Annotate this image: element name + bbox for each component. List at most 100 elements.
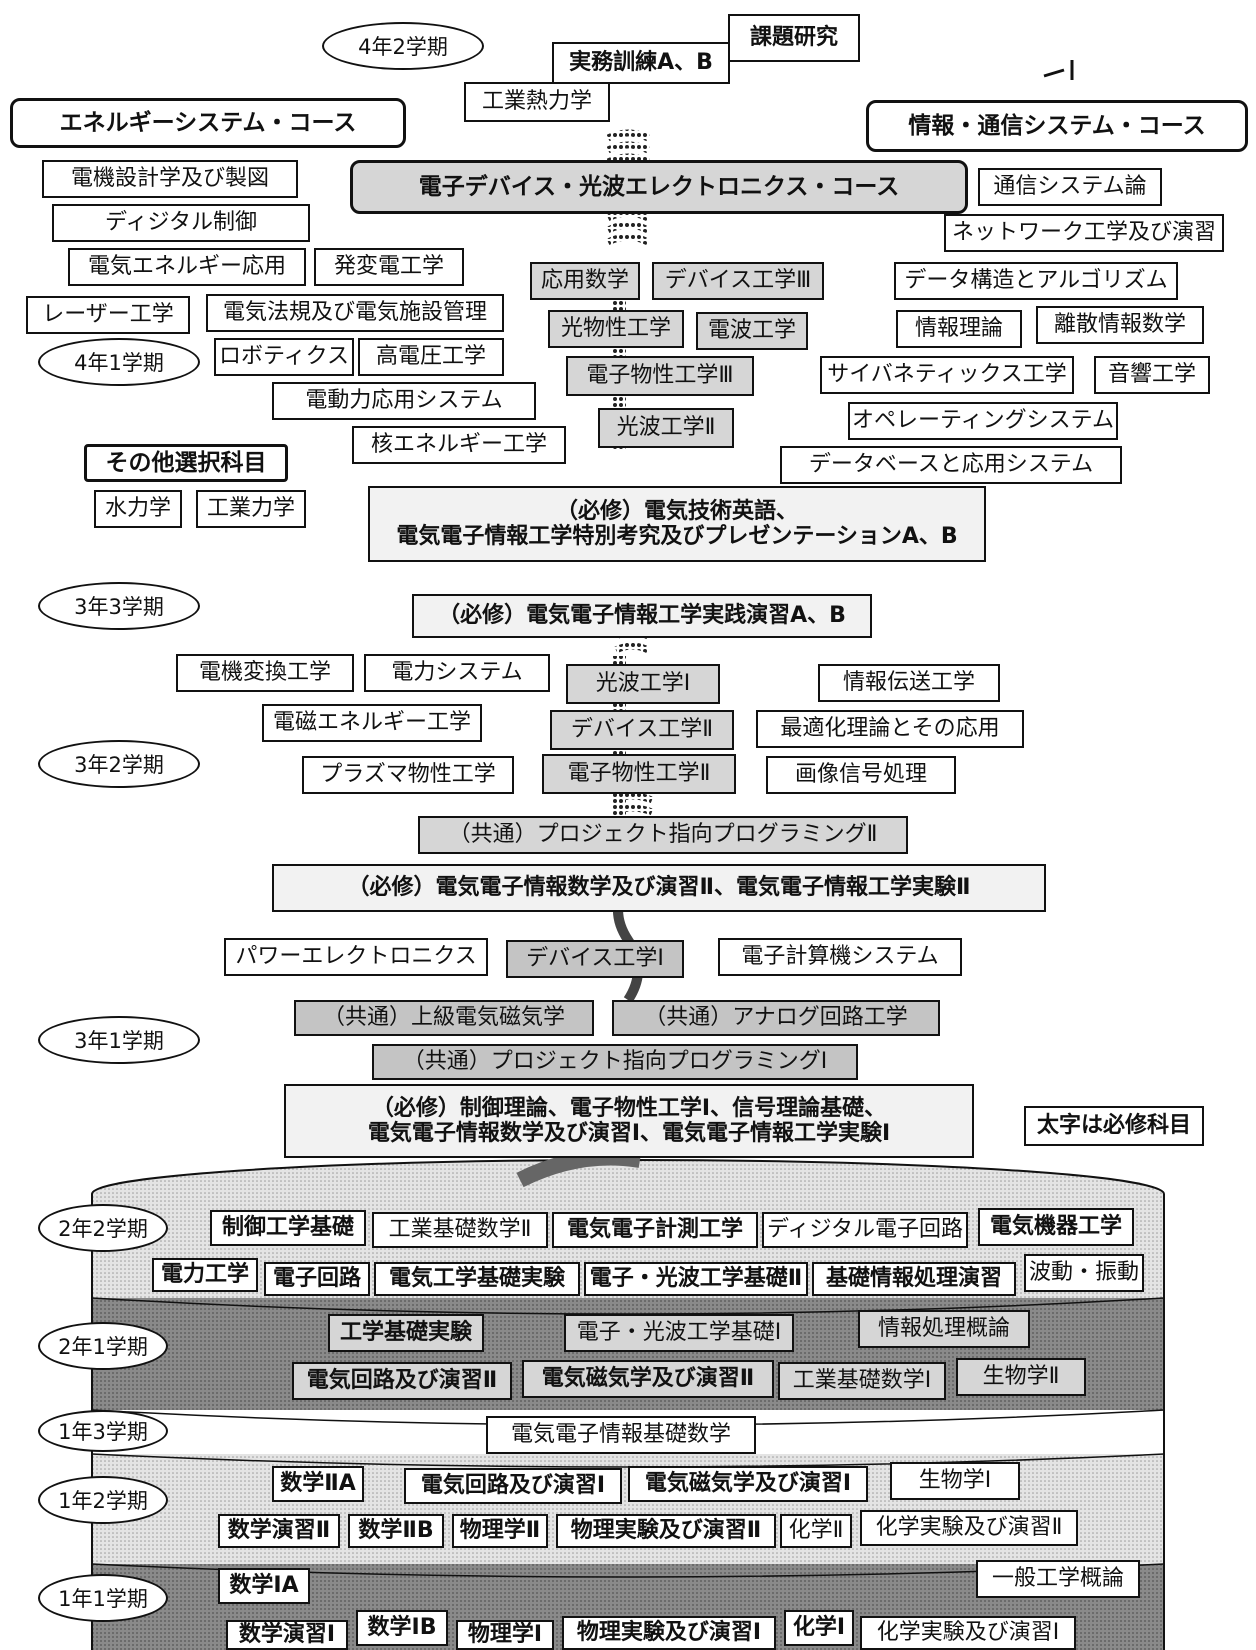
subject-ippan-kougaku: 一般工学概論 [976,1560,1140,1598]
subject-kiso-suugaku: 電気電子情報基礎数学 [486,1416,756,1454]
subject-database: データベースと応用システム [780,446,1122,484]
subject-laser: レーザー工学 [26,296,190,334]
subject-kouha-2: 光波工学Ⅱ [598,408,734,448]
subject-kagaku-jikken-1: 化学実験及び演習Ⅰ [860,1616,1076,1650]
subject-suugaku-2a: 数学ⅡA [272,1466,364,1502]
subject-keisoku: 電気電子計測工学 [552,1212,758,1248]
common-project-programming-1: （共通）プロジェクト指向プログラミングⅠ [372,1044,858,1080]
required-3y1t-line1: （必修）制御理論、電子物性工学Ⅰ、信号理論基礎、 [371,1095,887,1121]
required-4th-year: （必修）電気技術英語、 電気電子情報工学特別考究及びプレゼンテーションA、B [368,486,986,562]
subject-dendouryoku: 電動力応用システム [272,382,536,420]
subject-suirikigaku: 水力学 [94,490,182,528]
subject-suugaku-1a: 数学ⅠA [218,1568,310,1604]
subject-joho-densou: 情報伝送工学 [818,664,1000,702]
common-analog-kairo: （共通）アナログ回路工学 [612,1000,940,1036]
subject-denpa: 電波工学 [696,312,808,350]
term-label-3y2t: 3年2学期 [38,740,200,788]
subject-robotics: ロボティクス [214,338,354,376]
subject-denryoku-kogaku: 電力工学 [152,1258,258,1292]
subject-koudenatsu: 高電圧工学 [358,338,504,376]
subject-denki-henkan: 電機変換工学 [176,654,354,692]
required-math-experiment-2: （必修）電気電子情報数学及び演習Ⅱ、電気電子情報工学実験Ⅱ [272,864,1046,912]
subject-denshi-keisanki: 電子計算機システム [718,938,962,976]
subject-joho-shori-gairon: 情報処理概論 [858,1310,1030,1348]
subject-kagaku-2: 化学Ⅱ [780,1514,852,1548]
subject-seibutsu-1: 生物学Ⅰ [890,1462,1020,1500]
subject-denshi-bussei-2: 電子物性工学Ⅱ [542,754,736,794]
term-label-4y1t: 4年1学期 [38,338,200,386]
term-label-1y3t: 1年3学期 [38,1410,168,1452]
required-3y1t: （必修）制御理論、電子物性工学Ⅰ、信号理論基礎、 電気電子情報数学及び演習Ⅰ、電… [284,1084,974,1158]
other-electives-title: その他選択科目 [84,444,288,482]
subject-kouha-kiso-2: 電子・光波工学基礎Ⅱ [584,1262,808,1296]
term-label-3y3t: 3年3学期 [38,582,200,630]
course-electronic-device: 電子デバイス・光波エレクトロニクス・コース [350,160,968,214]
term-label-2y2t: 2年2学期 [38,1204,168,1252]
subject-jiki-2: 電気磁気学及び演習Ⅱ [522,1360,774,1398]
subject-jiki-1: 電気磁気学及び演習Ⅰ [628,1466,868,1502]
subject-butsuri-jikken-1: 物理実験及び演習Ⅰ [562,1616,776,1650]
subject-kiso-jikken: 電気工学基礎実験 [374,1262,580,1296]
subject-risan-joho: 離散情報数学 [1036,306,1204,344]
subject-kogyo-suugaku-2: 工業基礎数学Ⅱ [372,1212,548,1248]
term-label-1y1t: 1年1学期 [38,1574,168,1622]
subject-kagaku-1: 化学Ⅰ [784,1610,854,1646]
subject-hikari-bussei: 光物性工学 [548,310,684,348]
required-4th-line2: 電気電子情報工学特別考究及びプレゼンテーションA、B [396,524,958,549]
subject-kiso-joho-shori: 基礎情報処理演習 [812,1262,1016,1296]
subject-device-3: デバイス工学Ⅲ [652,262,824,300]
subject-network: ネットワーク工学及び演習 [944,214,1224,252]
subject-denki-kiki: 電気機器工学 [978,1208,1134,1246]
subject-kouha-1: 光波工学Ⅰ [566,664,720,704]
subject-butsuri-2: 物理学Ⅱ [452,1514,548,1548]
common-project-programming-2: （共通）プロジェクト指向プログラミングⅡ [418,816,908,854]
subject-kogyo-netsurikigaku: 工業熱力学 [464,82,610,122]
subject-kairo-1: 電気回路及び演習Ⅰ [404,1468,622,1504]
subject-gazou-shingou: 画像信号処理 [766,756,956,794]
course-energy-system: エネルギーシステム・コース [10,98,406,148]
course-info-comm-system: 情報・通信システム・コース [866,100,1248,152]
subject-suugaku-2b: 数学ⅡB [348,1514,444,1548]
subject-tsushin-system: 通信システム論 [978,168,1162,206]
subject-oyo-suugaku: 応用数学 [530,262,640,300]
subject-kogaku-kiso-jikken: 工学基礎実験 [328,1314,484,1352]
subject-butsuri-jikken-2: 物理実験及び演習Ⅱ [556,1514,776,1548]
subject-saitekika: 最適化理論とその応用 [756,710,1024,748]
subject-kogyo-rikigaku: 工業力学 [196,490,306,528]
subject-denki-sekkei: 電機設計学及び製図 [42,160,298,198]
subject-kadai-kenkyu: 課題研究 [728,14,860,62]
subject-plasma: プラズマ物性工学 [302,756,514,794]
subject-data-kozo: データ構造とアルゴリズム [894,262,1178,300]
subject-kaku-energy: 核エネルギー工学 [352,426,566,464]
subject-digital-seigyo: ディジタル制御 [52,204,310,242]
subject-jitsumu-kunren: 実務訓練A、B [552,42,730,84]
subject-seibutsu-2: 生物学Ⅱ [956,1358,1086,1396]
subject-suugaku-1b: 数学ⅠB [356,1610,448,1646]
common-joukyu-denki-jiki: （共通）上級電気磁気学 [294,1000,594,1036]
subject-denshi-kairo: 電子回路 [264,1262,370,1296]
subject-denki-hoki: 電気法規及び電気施設管理 [206,294,504,332]
subject-hatsuhen-denko: 発変電工学 [314,248,464,286]
subject-joho-riron: 情報理論 [896,310,1022,348]
subject-denji-energy: 電磁エネルギー工学 [262,704,482,742]
subject-os: オペレーティングシステム [848,402,1118,440]
subject-hadou-shindou: 波動・振動 [1024,1254,1144,1292]
term-label-1y2t: 1年2学期 [38,1476,168,1524]
subject-seigyo-kiso: 制御工学基礎 [210,1210,366,1246]
subject-onkyo: 音響工学 [1094,356,1210,394]
subject-denryoku-system: 電力システム [364,654,550,692]
subject-enshu-2: 数学演習Ⅱ [218,1514,340,1548]
subject-kagaku-jikken-2: 化学実験及び演習Ⅱ [860,1510,1078,1546]
term-label-2y1t: 2年1学期 [38,1322,168,1370]
term-label-3y1t: 3年1学期 [38,1016,200,1064]
subject-enshu-1: 数学演習Ⅰ [226,1620,348,1650]
subject-power-electronics: パワーエレクトロニクス [224,938,488,976]
required-3y1t-line2: 電気電子情報数学及び演習Ⅰ、電気電子情報工学実験Ⅰ [367,1121,891,1146]
required-4th-line1: （必修）電気技術英語、 [555,498,798,524]
required-jissen-enshu: （必修）電気電子情報工学実践演習A、B [412,594,872,638]
subject-device-2: デバイス工学Ⅱ [550,710,734,750]
subject-digital-kairo: ディジタル電子回路 [762,1212,968,1248]
subject-denki-energy-oyo: 電気エネルギー応用 [68,248,306,286]
subject-cybernetics: サイバネティックス工学 [820,356,1074,394]
subject-denshi-bussei-3: 電子物性工学Ⅲ [566,356,754,396]
